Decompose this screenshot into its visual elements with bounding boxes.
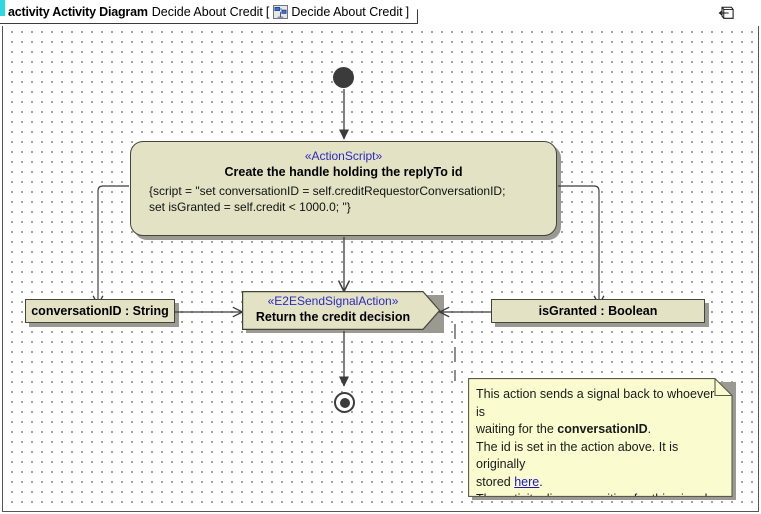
- note-line2-c: .: [539, 474, 543, 489]
- tab-accent-edge: [0, 0, 5, 16]
- activity-final-node[interactable]: [334, 392, 355, 413]
- object-node-isgranted[interactable]: isGranted : Boolean: [491, 299, 705, 323]
- note-conversationid-bold: conversationID: [557, 422, 648, 436]
- note-line1-c: .: [647, 422, 652, 436]
- diagram-keyword: activity Activity Diagram: [8, 4, 148, 19]
- note-line2-a: The id is set in the action above. It is…: [476, 439, 679, 471]
- action-node-stereotype: «ActionScript»: [304, 149, 383, 163]
- send-signal-icon: [718, 6, 734, 19]
- object-right-label: isGranted : Boolean: [538, 304, 658, 318]
- object-node-conversationid[interactable]: conversationID : String: [25, 299, 175, 323]
- object-left-label: conversationID : String: [31, 304, 169, 318]
- note-line-2: waiting for the conversationID.: [476, 421, 722, 439]
- bracket-open: [: [265, 4, 270, 19]
- action-node-title: Create the handle holding the replyTo id: [224, 165, 463, 179]
- note-line-3: The id is set in the action above. It is…: [476, 439, 722, 474]
- note-comment[interactable]: This action sends a signal back to whoev…: [468, 378, 732, 496]
- send-signal-stereotype: «E2ESendSignalAction»: [267, 294, 399, 308]
- action-node[interactable]: «ActionScript» Create the handle holding…: [130, 141, 557, 236]
- note-link-here-1[interactable]: here: [514, 474, 540, 489]
- frame-label: Decide About Credit: [291, 4, 403, 19]
- send-signal-title: Return the credit decision: [255, 310, 411, 324]
- diagram-title-tab[interactable]: activity Activity Diagram Decide About C…: [0, 0, 418, 24]
- note-line2-b: stored: [476, 474, 515, 489]
- note-line-1: This action sends a signal back to whoev…: [476, 386, 722, 421]
- initial-node[interactable]: [333, 67, 354, 88]
- note-line1-b: waiting for the: [476, 422, 558, 436]
- bracket-close: ]: [405, 4, 410, 19]
- send-signal-node[interactable]: «E2ESendSignalAction» Return the credit …: [242, 291, 440, 329]
- action-node-script: {script = "set conversationID = self.cre…: [149, 184, 506, 214]
- note-line-4: stored here.: [476, 474, 722, 492]
- diagram-name: Decide About Credit: [151, 4, 263, 19]
- note-text: This action sends a signal back to whoev…: [468, 378, 732, 514]
- activity-diagram-icon: [273, 5, 288, 19]
- note-line1-a: This action sends a signal back to whoev…: [476, 387, 715, 419]
